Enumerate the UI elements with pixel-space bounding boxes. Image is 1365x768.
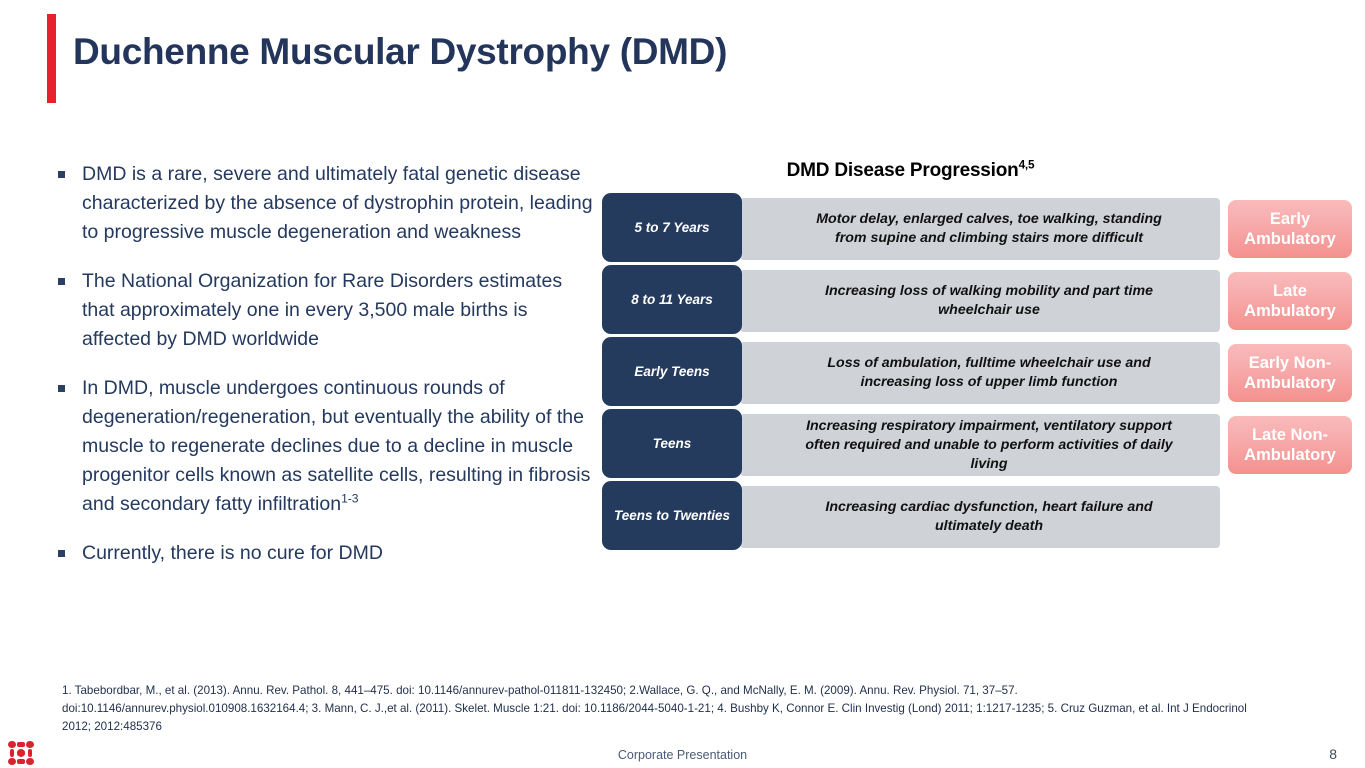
- footer-label: Corporate Presentation: [617, 748, 748, 762]
- stage-age-label: 8 to 11 Years: [602, 265, 742, 334]
- stage-description: Motor delay, enlarged calves, toe walkin…: [740, 198, 1220, 260]
- diagram-row: Motor delay, enlarged calves, toe walkin…: [602, 193, 1354, 262]
- bullet-text: Currently, there is no cure for DMD: [82, 542, 383, 564]
- stage-description: Loss of ambulation, fulltime wheelchair …: [740, 342, 1220, 404]
- title-accent-bar: [47, 14, 56, 103]
- diagram-row: Loss of ambulation, fulltime wheelchair …: [602, 337, 1354, 406]
- square-bullet-icon: [58, 278, 65, 285]
- company-logo-icon: [8, 741, 34, 765]
- stage-age-label: 5 to 7 Years: [602, 193, 742, 262]
- list-item: DMD is a rare, severe and ultimately fat…: [54, 160, 594, 247]
- stage-description: Increasing cardiac dysfunction, heart fa…: [740, 486, 1220, 548]
- stage-description: Increasing respiratory impairment, venti…: [740, 414, 1220, 476]
- diagram-row: Increasing respiratory impairment, venti…: [602, 409, 1354, 478]
- square-bullet-icon: [58, 171, 65, 178]
- stage-description: Increasing loss of walking mobility and …: [740, 270, 1220, 332]
- status-badge: Late Ambulatory: [1228, 272, 1352, 330]
- disease-progression-diagram: DMD Disease Progression4,5 Motor delay, …: [602, 158, 1354, 550]
- bullet-text: In DMD, muscle undergoes continuous roun…: [82, 377, 591, 515]
- bullet-superscript: 1-3: [341, 491, 359, 506]
- status-badge: Late Non-Ambulatory: [1228, 416, 1352, 474]
- bullet-text: DMD is a rare, severe and ultimately fat…: [82, 163, 593, 243]
- stage-age-label: Teens: [602, 409, 742, 478]
- diagram-title: DMD Disease Progression4,5: [786, 158, 1035, 181]
- footnote-references: 1. Tabebordbar, M., et al. (2013). Annu.…: [62, 684, 1247, 733]
- stage-age-label: Teens to Twenties: [602, 481, 742, 550]
- page-title: Duchenne Muscular Dystrophy (DMD): [73, 31, 728, 72]
- status-badge: Early Non-Ambulatory: [1228, 344, 1352, 402]
- bullet-text: The National Organization for Rare Disor…: [82, 270, 563, 350]
- diagram-title-superscript: 4,5: [1018, 158, 1035, 172]
- list-item: The National Organization for Rare Disor…: [54, 267, 594, 354]
- square-bullet-icon: [58, 550, 65, 557]
- status-badge: Early Ambulatory: [1228, 200, 1352, 258]
- bullet-list: DMD is a rare, severe and ultimately fat…: [54, 160, 594, 568]
- stage-age-label: Early Teens: [602, 337, 742, 406]
- list-item: Currently, there is no cure for DMD: [54, 539, 594, 568]
- diagram-row: Increasing cardiac dysfunction, heart fa…: [602, 481, 1354, 550]
- page-number: 8: [1329, 746, 1337, 762]
- list-item: In DMD, muscle undergoes continuous roun…: [54, 374, 594, 519]
- square-bullet-icon: [58, 385, 65, 392]
- diagram-row: Increasing loss of walking mobility and …: [602, 265, 1354, 334]
